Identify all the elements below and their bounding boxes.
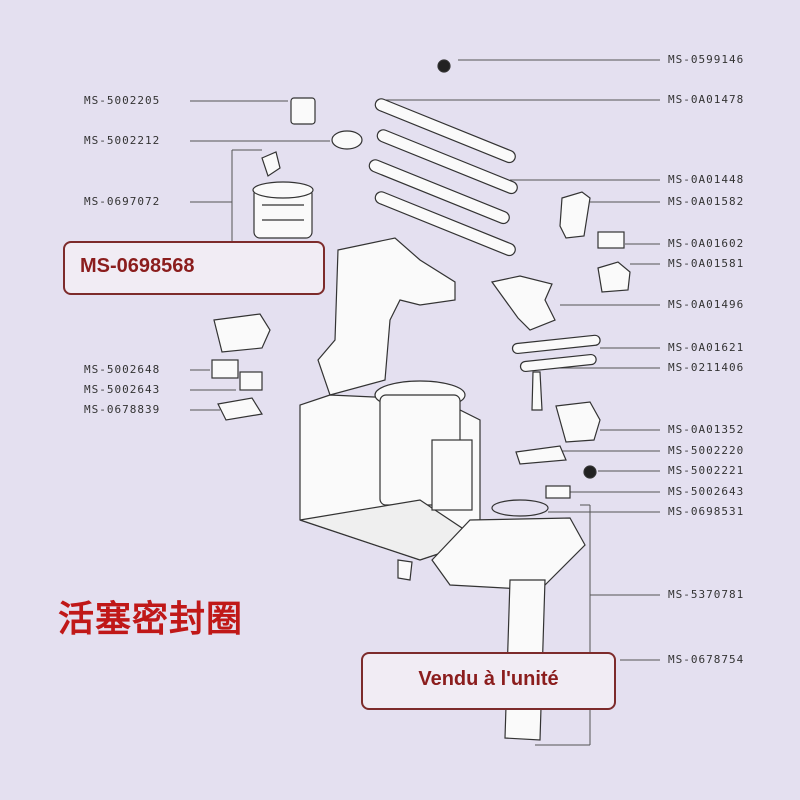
part-label: MS-5002212	[84, 134, 161, 147]
part-label: MS-5002648	[84, 363, 161, 376]
part-label: MS-0211406	[668, 361, 745, 374]
part-label: MS-0A01602	[668, 237, 745, 250]
part-label: MS-0678839	[84, 403, 161, 416]
part-label: MS-0A01448	[668, 173, 745, 186]
sold-note-box	[361, 652, 616, 710]
part-label: MS-0A01582	[668, 195, 745, 208]
part-label: MS-0A01581	[668, 257, 745, 270]
parts	[211, 59, 631, 741]
sold-note: Vendu à l'unité	[418, 668, 559, 690]
highlighted-part-box	[63, 241, 325, 295]
part-label: MS-0697072	[84, 195, 161, 208]
part-label: MS-0678754	[668, 653, 745, 666]
part-label: MS-5002221	[668, 464, 745, 477]
part-label: MS-0698531	[668, 505, 745, 518]
part-label: MS-0599146	[668, 53, 745, 66]
part-label: MS-0A01478	[668, 93, 745, 106]
part-label: MS-5002220	[668, 444, 745, 457]
rods	[368, 98, 518, 257]
part-label: MS-5002205	[84, 94, 161, 107]
leader-lines	[190, 59, 660, 746]
part-label: MS-0A01496	[668, 298, 745, 311]
highlighted-part-number: MS-0698568	[80, 255, 195, 277]
part-label: MS-0A01352	[668, 423, 745, 436]
part-label: MS-0A01621	[668, 341, 745, 354]
part-label: MS-5002643	[84, 383, 161, 396]
part-label: MS-5370781	[668, 588, 745, 601]
part-label: MS-5002643	[668, 485, 745, 498]
part-caption: 活塞密封圈	[58, 599, 244, 640]
